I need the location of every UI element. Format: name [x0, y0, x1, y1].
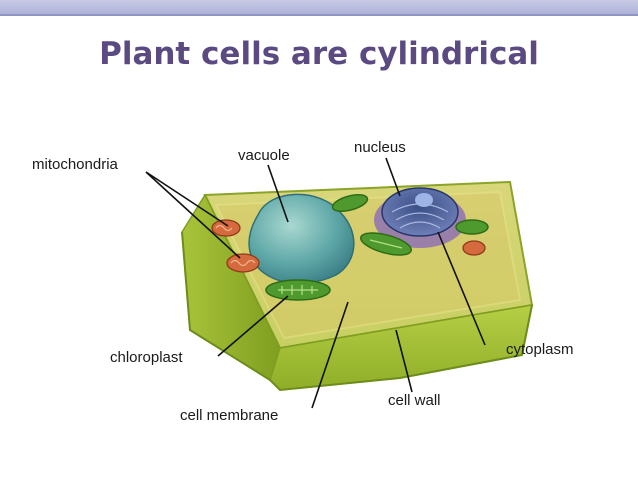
mitochondria-shapes: [211, 219, 486, 273]
label-cytoplasm: cytoplasm: [506, 341, 574, 358]
chloroplast-shapes: [265, 194, 489, 301]
label-mitochondria: mitochondria: [32, 156, 119, 173]
label-cell-wall: cell wall: [388, 392, 441, 409]
leader-lines: [145, 157, 486, 409]
vacuole-shape: [248, 193, 355, 285]
label-chloroplast: chloroplast: [110, 349, 183, 366]
label-vacuole: vacuole: [238, 147, 290, 164]
slide-title: Plant cells are cylindrical: [99, 36, 539, 72]
label-cell-membrane: cell membrane: [180, 407, 278, 424]
label-nucleus: nucleus: [354, 139, 406, 156]
nucleus-shape: [374, 187, 466, 248]
slide-top-bar: [0, 0, 638, 16]
